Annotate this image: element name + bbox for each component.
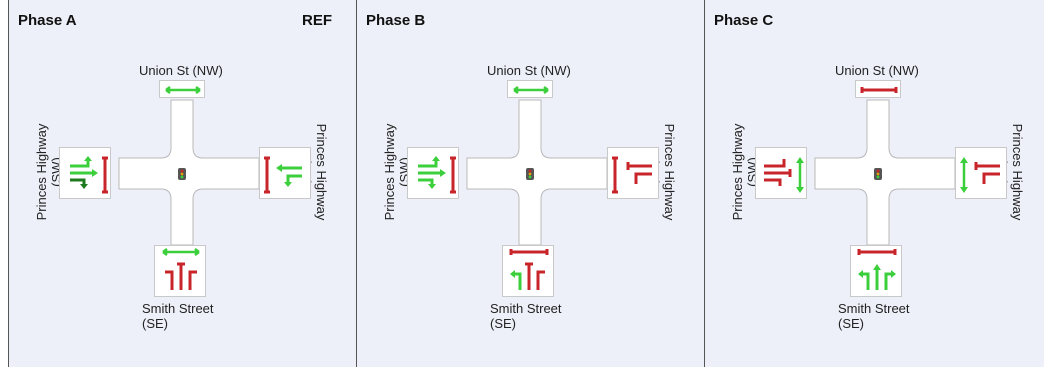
ped-crossing-go-icon xyxy=(165,86,201,94)
west-signal-box xyxy=(407,147,459,199)
phase-c-panel: Phase C Union St (NW) Smith Street(SE) P… xyxy=(705,0,1044,367)
phase-title: Phase A xyxy=(18,12,77,29)
phase-b-panel: Phase B Union St (NW) Smith Street(SE) P… xyxy=(357,0,705,367)
north-road-label: Union St (NW) xyxy=(139,63,223,78)
ped-crossing-stop-icon xyxy=(612,156,618,194)
west-signal-box xyxy=(755,147,807,199)
vehicle-movements-stop-icon xyxy=(764,157,804,193)
vehicle-movements-stop-icon xyxy=(612,156,652,194)
ped-crossing-stop-icon xyxy=(102,156,108,194)
south-signal-box xyxy=(850,245,902,297)
ped-crossing-stop-icon xyxy=(857,249,897,255)
ped-crossing-stop-icon xyxy=(509,249,549,255)
phase-title: Phase B xyxy=(366,12,426,29)
vehicle-movements-go-icon xyxy=(418,156,456,194)
vehicle-movements-go-icon xyxy=(70,156,108,194)
north-ped-box xyxy=(507,80,553,98)
south-signal-box xyxy=(502,245,554,297)
north-road-label: Union St (NW) xyxy=(835,63,919,78)
east-signal-box xyxy=(259,147,311,199)
ref-badge: REF xyxy=(302,12,332,29)
north-road-label: Union St (NW) xyxy=(487,63,571,78)
phase-title: Phase C xyxy=(714,12,774,29)
vehicle-movements-stop-icon xyxy=(162,248,200,290)
north-ped-box xyxy=(159,80,205,98)
north-ped-box xyxy=(855,80,901,98)
ped-crossing-stop-icon xyxy=(264,156,270,194)
west-signal-box xyxy=(59,147,111,199)
ped-crossing-go-icon xyxy=(162,248,200,256)
vehicle-movements-go-icon xyxy=(509,249,549,290)
ped-crossing-go-icon xyxy=(513,86,549,94)
ped-crossing-stop-icon xyxy=(860,87,898,93)
vehicle-movements-go-icon xyxy=(264,156,302,194)
east-signal-box xyxy=(607,147,659,199)
south-road-label: Smith Street(SE) xyxy=(838,301,910,331)
ped-crossing-stop-icon xyxy=(450,156,456,194)
south-signal-box xyxy=(154,245,206,297)
phase-a-panel: Phase A REF Union St (NW) Smith Street(S… xyxy=(8,0,357,367)
east-signal-box xyxy=(955,147,1007,199)
vehicle-movements-go-icon xyxy=(857,249,897,290)
south-road-label: Smith Street(SE) xyxy=(490,301,562,331)
vehicle-movements-stop-icon xyxy=(960,157,1000,193)
south-road-label: Smith Street(SE) xyxy=(142,301,214,331)
